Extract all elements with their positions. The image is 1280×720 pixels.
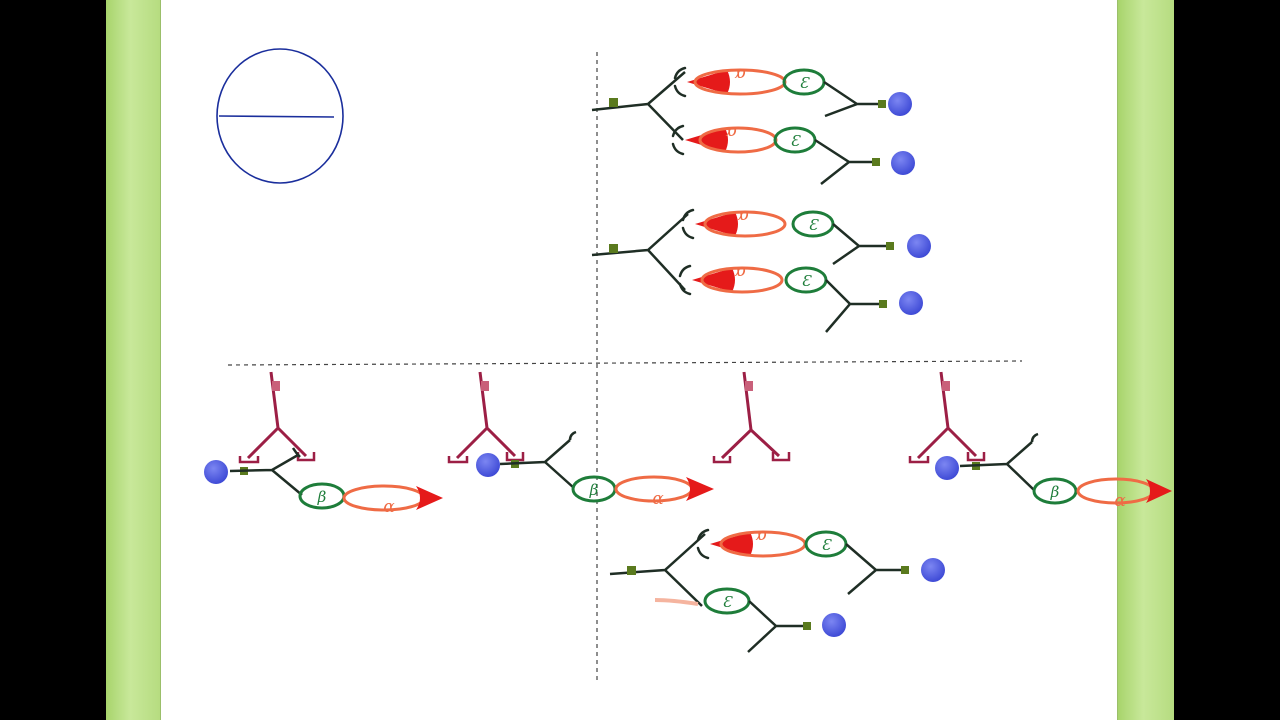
receptor-complex-2: β α	[447, 371, 714, 509]
letterbox-left	[0, 0, 106, 720]
molecule-dimer-top: ɒ Ɛ ɒ Ɛ	[591, 63, 915, 185]
molecule-arm: ɒ Ɛ	[671, 121, 915, 185]
letterbox-right	[1174, 0, 1280, 720]
receptor-complex-3: β α	[908, 371, 1172, 511]
alpha-label: α	[652, 489, 664, 509]
slide-canvas	[160, 0, 1118, 720]
svg-text:Ɛ: Ɛ	[808, 216, 819, 234]
svg-text:ɒ: ɒ	[725, 121, 737, 141]
circle-symbol	[216, 48, 344, 184]
svg-text:Ɛ: Ɛ	[801, 272, 812, 290]
molecule-arm: ɒ Ɛ	[696, 525, 945, 595]
beta-label: β	[589, 481, 599, 499]
svg-text:Ɛ: Ɛ	[722, 593, 733, 611]
receptor-complex-1: β α	[204, 371, 443, 517]
molecule-arm: Ɛ	[654, 587, 846, 653]
svg-text:Ɛ: Ɛ	[821, 536, 832, 554]
receptor-free	[712, 371, 791, 464]
svg-text:ɒ: ɒ	[734, 261, 746, 281]
svg-text:ɒ: ɒ	[734, 63, 746, 83]
svg-text:ɒ: ɒ	[755, 525, 767, 545]
molecule-dimer-middle: ɒ Ɛ ɒ Ɛ	[591, 205, 931, 333]
molecule-dimer-bottom: ɒ Ɛ Ɛ	[609, 525, 945, 653]
alpha-label: α	[1114, 491, 1126, 511]
svg-text:Ɛ: Ɛ	[790, 132, 801, 150]
alpha-label: α	[383, 497, 395, 517]
svg-text:ɒ: ɒ	[737, 205, 749, 225]
divider-horizontal	[227, 360, 1023, 366]
beta-label: β	[1050, 483, 1060, 501]
sidebar-left	[106, 0, 160, 720]
svg-text:Ɛ: Ɛ	[799, 74, 810, 92]
molecule-arm: ɒ Ɛ	[678, 261, 923, 333]
molecule-arm: ɒ Ɛ	[673, 63, 912, 118]
sidebar-right	[1118, 0, 1174, 720]
molecule-arm: ɒ Ɛ	[681, 205, 931, 266]
beta-label: β	[317, 488, 327, 506]
